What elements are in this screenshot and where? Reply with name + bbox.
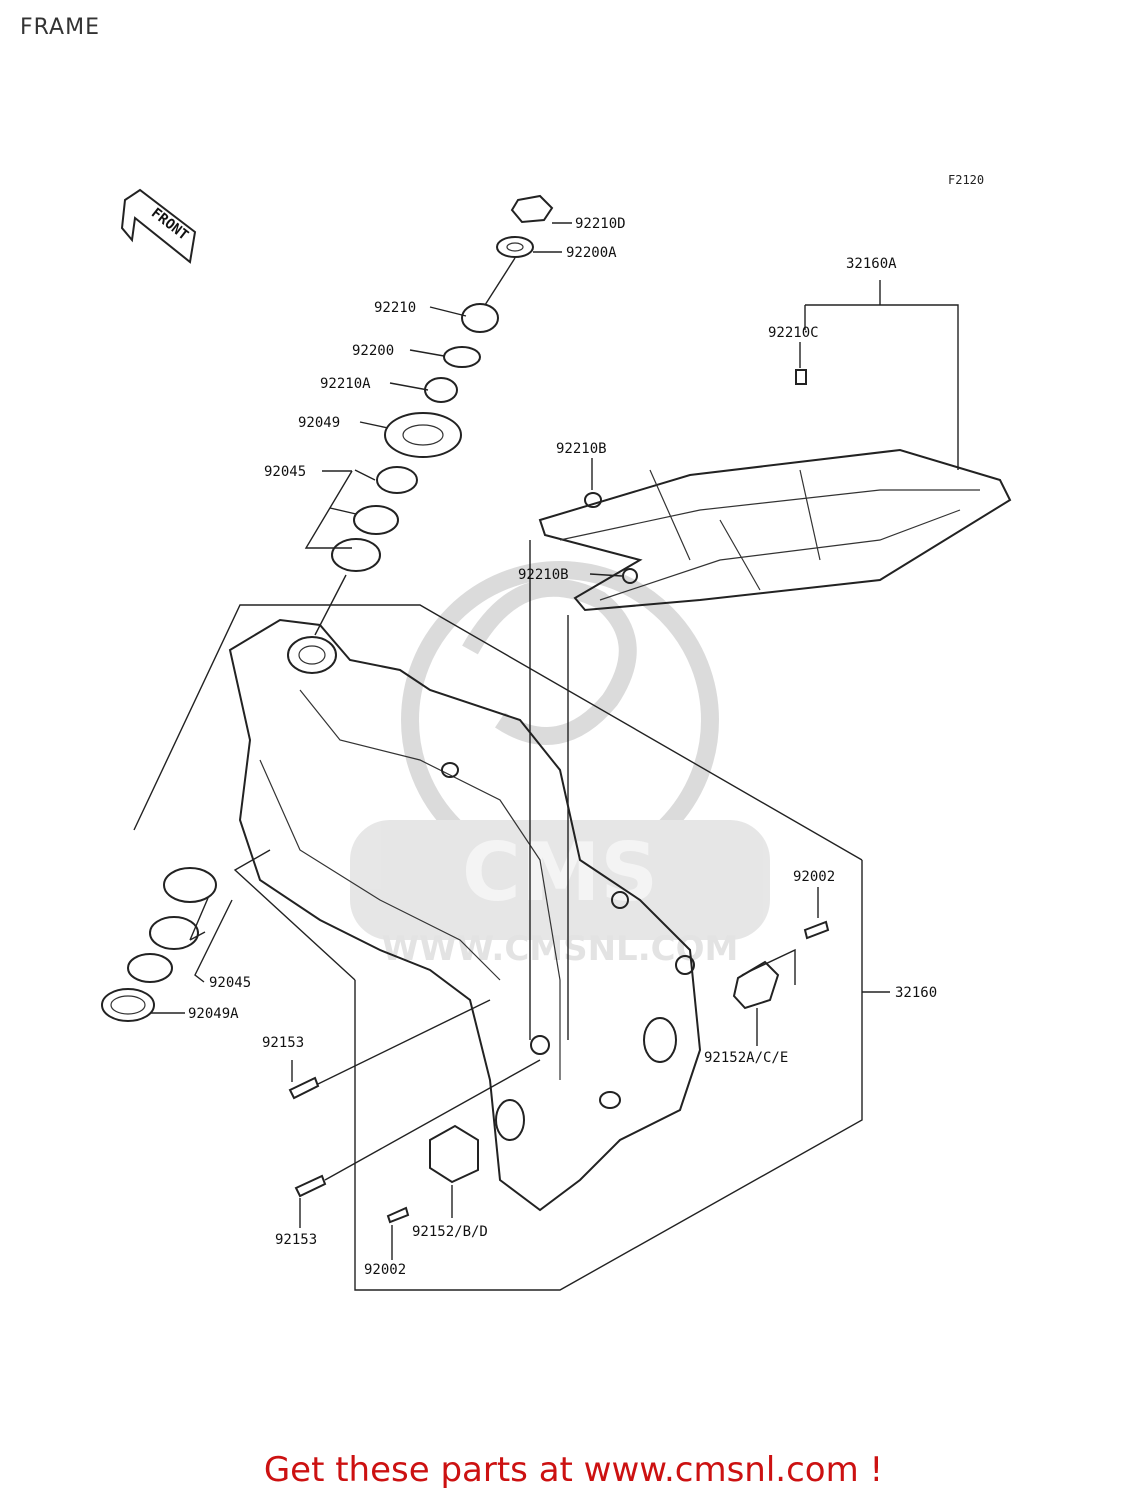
- part-label: 92002: [364, 1262, 406, 1278]
- watermark-url-text: WWW.CMSNL.COM: [382, 929, 739, 969]
- frame-exploded-diagram: CMS WWW.CMSNL.COM FRONT: [101, 188, 1012, 1291]
- part-label: 32160: [895, 985, 937, 1001]
- watermark-logo: CMS WWW.CMSNL.COM: [350, 561, 770, 969]
- part-label: 92210B: [556, 441, 607, 457]
- front-arrow-icon: FRONT: [120, 188, 197, 264]
- part-label: 92200A: [566, 245, 617, 261]
- part-label: 92210C: [768, 325, 819, 341]
- part-label: 92002: [793, 869, 835, 885]
- part-label: 92045: [264, 464, 306, 480]
- part-label: 92045: [209, 975, 251, 991]
- bolts-and-brackets: [288, 920, 830, 1224]
- part-labels: 92210D 92200A 92210 92200 92210A 92049 9…: [188, 216, 937, 1278]
- leader-lines: [133, 222, 959, 1291]
- figure-code: F2120: [948, 173, 985, 187]
- steering-stem-parts: [331, 194, 554, 572]
- main-frame: [228, 618, 702, 1212]
- part-label: 92210A: [320, 376, 371, 392]
- part-label: 92210: [374, 300, 416, 316]
- part-label: 32160A: [846, 256, 897, 272]
- part-label: 92153: [262, 1035, 304, 1051]
- part-label: 92210D: [575, 216, 626, 232]
- rear-subframe: [538, 369, 1012, 612]
- lower-bearing-parts: [101, 867, 217, 1022]
- part-label: 92049: [298, 415, 340, 431]
- watermark-logo-text: CMS: [462, 826, 658, 919]
- part-label: 92152A/C/E: [704, 1050, 788, 1066]
- promo-link[interactable]: Get these parts at www.cmsnl.com !: [263, 1450, 884, 1490]
- part-label: 92210B: [518, 567, 569, 583]
- part-label: 92049A: [188, 1006, 239, 1022]
- page-title: FRAME: [20, 15, 100, 40]
- part-label: 92153: [275, 1232, 317, 1248]
- part-label: 92152/B/D: [412, 1224, 488, 1240]
- part-label: 92200: [352, 343, 394, 359]
